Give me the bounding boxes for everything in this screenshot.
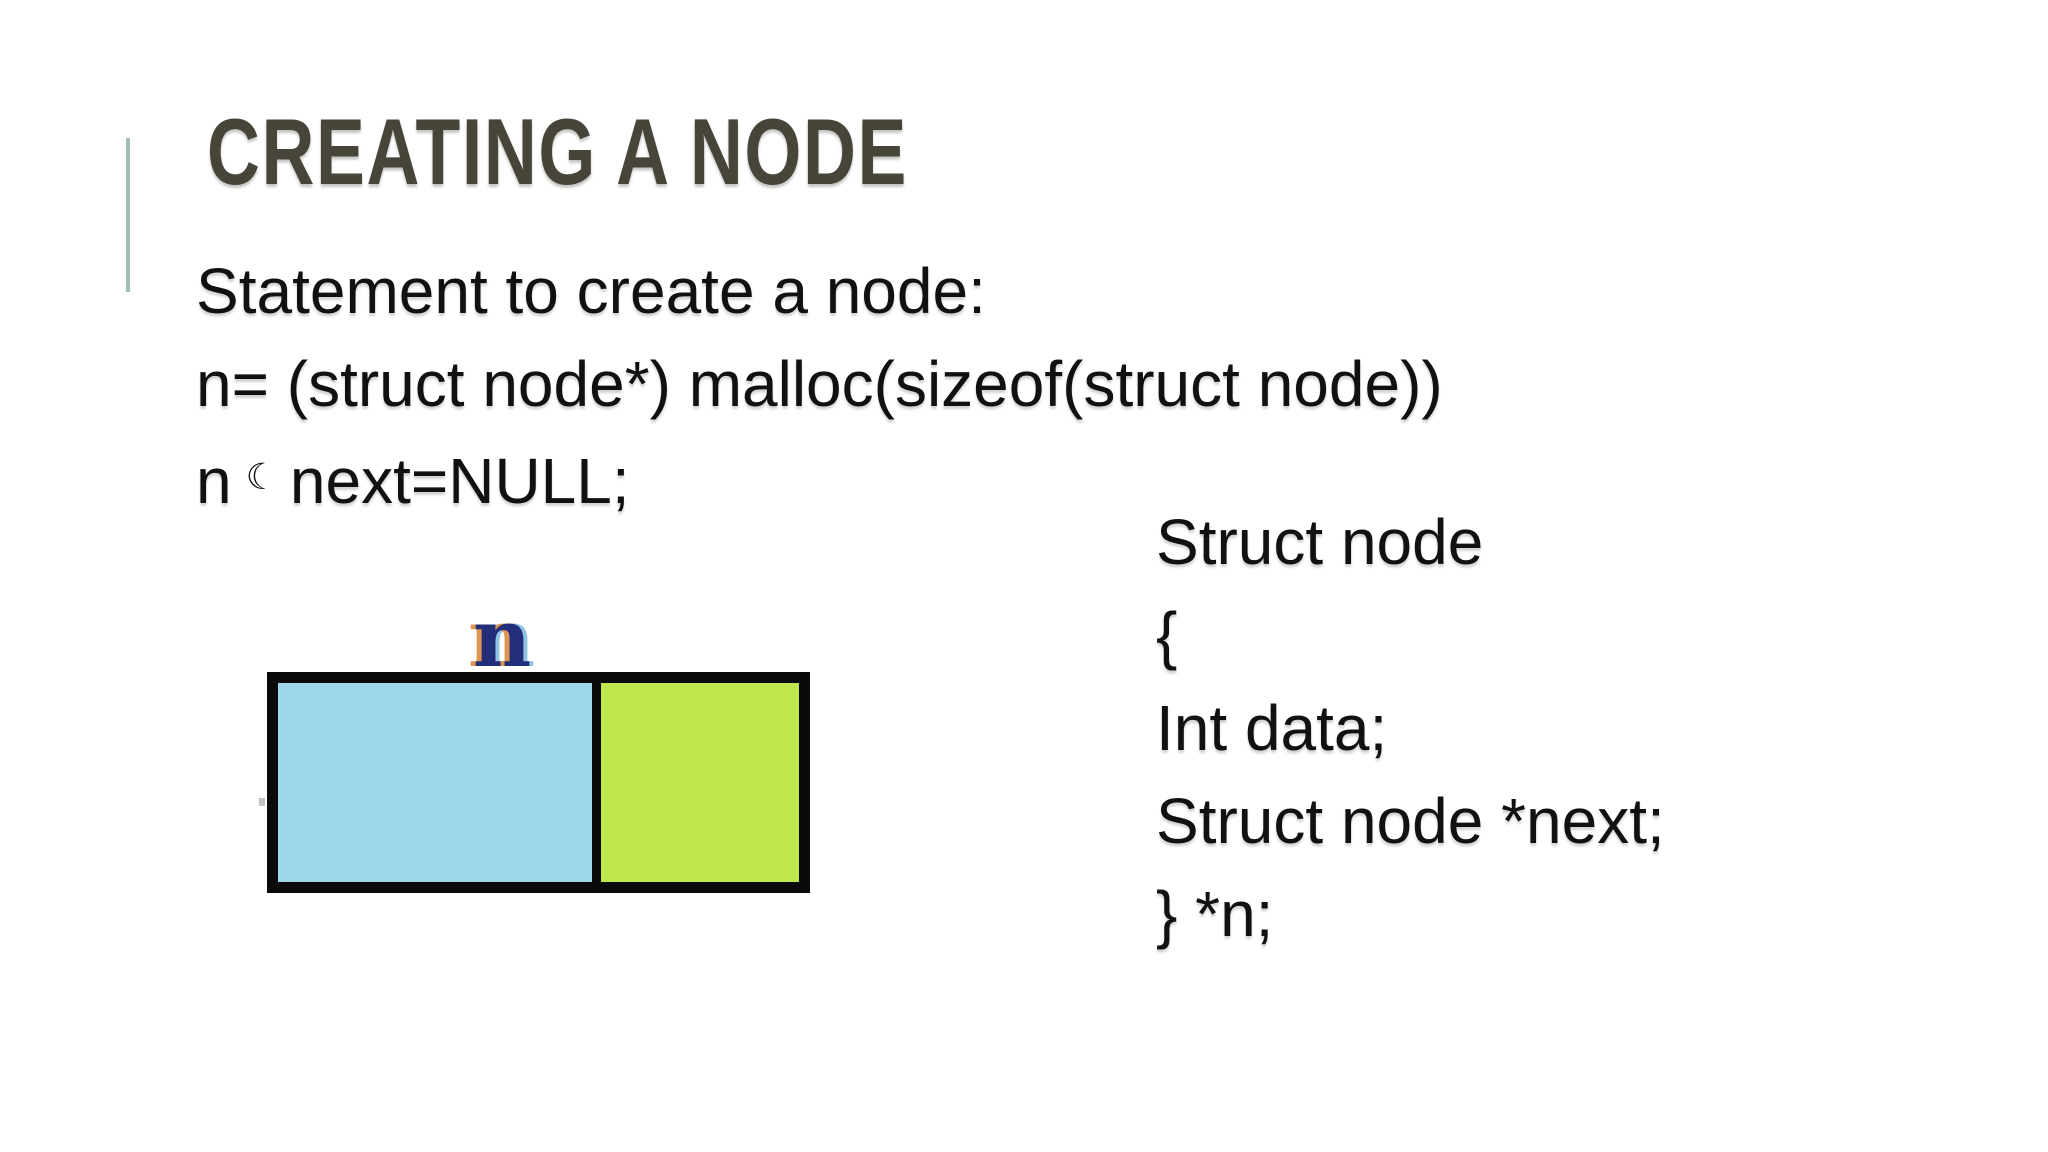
stray-mark (259, 798, 265, 806)
node-diagram-box (267, 672, 810, 893)
slide-title: CREATING A NODE (207, 99, 908, 204)
malloc-line: n= (struct node*) malloc(sizeof(struct n… (196, 348, 1443, 420)
statement-line: Statement to create a node: (196, 255, 986, 327)
node-data-cell (278, 683, 592, 882)
pointer-variable-text: n (196, 445, 232, 517)
next-null-text: next=NULL; (289, 445, 630, 517)
node-pointer-label: n (473, 591, 532, 685)
next-null-line: n ☾ next=NULL; (196, 431, 1443, 528)
code-line-next-pointer: Struct node *next; (1156, 785, 1665, 857)
title-accent-line (126, 138, 130, 292)
struct-definition-block: Struct node { Int data; Struct node *nex… (1156, 496, 1665, 961)
node-next-cell (601, 683, 799, 882)
code-line-int-data: Int data; (1156, 692, 1388, 764)
code-line-struct-node: Struct node (1156, 506, 1484, 578)
code-line-open-brace: { (1156, 599, 1178, 671)
code-line-close-brace: } *n; (1156, 878, 1274, 950)
body-text-block: Statement to create a node: n= (struct n… (196, 245, 1443, 528)
crescent-moon-icon: ☾ (245, 457, 278, 498)
